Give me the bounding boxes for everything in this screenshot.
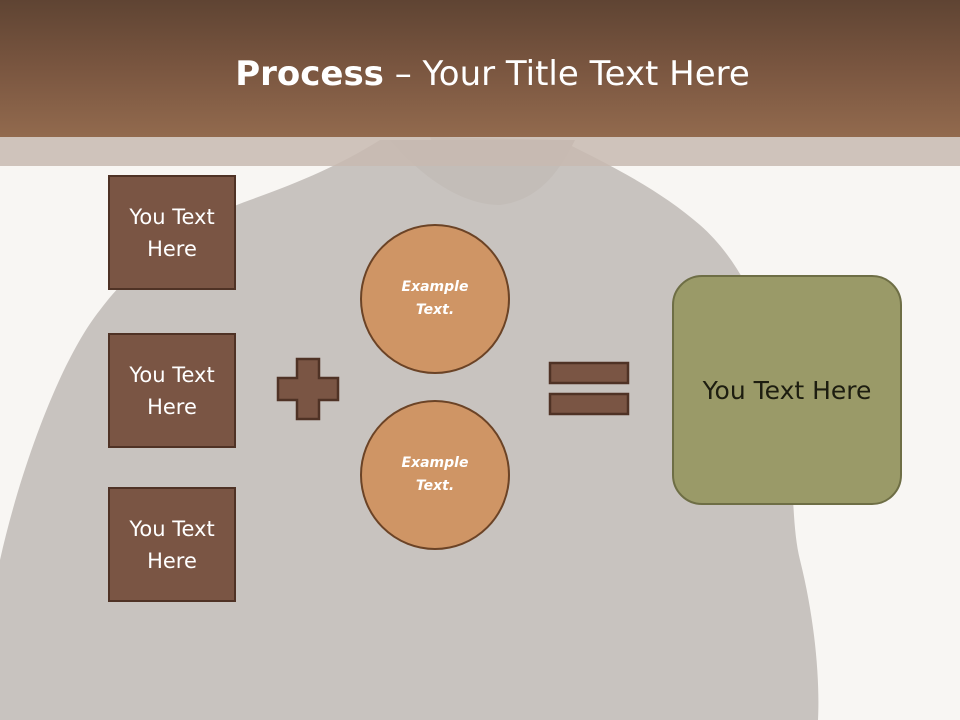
equals-icon (548, 361, 630, 416)
result-box: You Text Here (672, 275, 902, 505)
circle-2: Example Text. (360, 400, 510, 550)
plus-icon (276, 357, 340, 421)
circle-label: Example Text. (401, 455, 469, 494)
title-bar-strip (0, 137, 960, 166)
result-label: You Text Here (702, 375, 872, 405)
slide-title-rest: – Your Title Text Here (383, 54, 750, 94)
slide-title-bold: Process (235, 54, 384, 94)
circle-1: Example Text. (360, 224, 510, 374)
left-box-label: You Text Here (129, 362, 215, 419)
left-box-1: You Text Here (108, 175, 236, 290)
left-box-2: You Text Here (108, 333, 236, 448)
left-box-label: You Text Here (129, 204, 215, 261)
slide-title: Process – Your Title Text Here (0, 52, 960, 96)
left-box-label: You Text Here (129, 516, 215, 573)
left-box-3: You Text Here (108, 487, 236, 602)
title-bar (0, 0, 960, 137)
circle-label: Example Text. (401, 279, 469, 318)
